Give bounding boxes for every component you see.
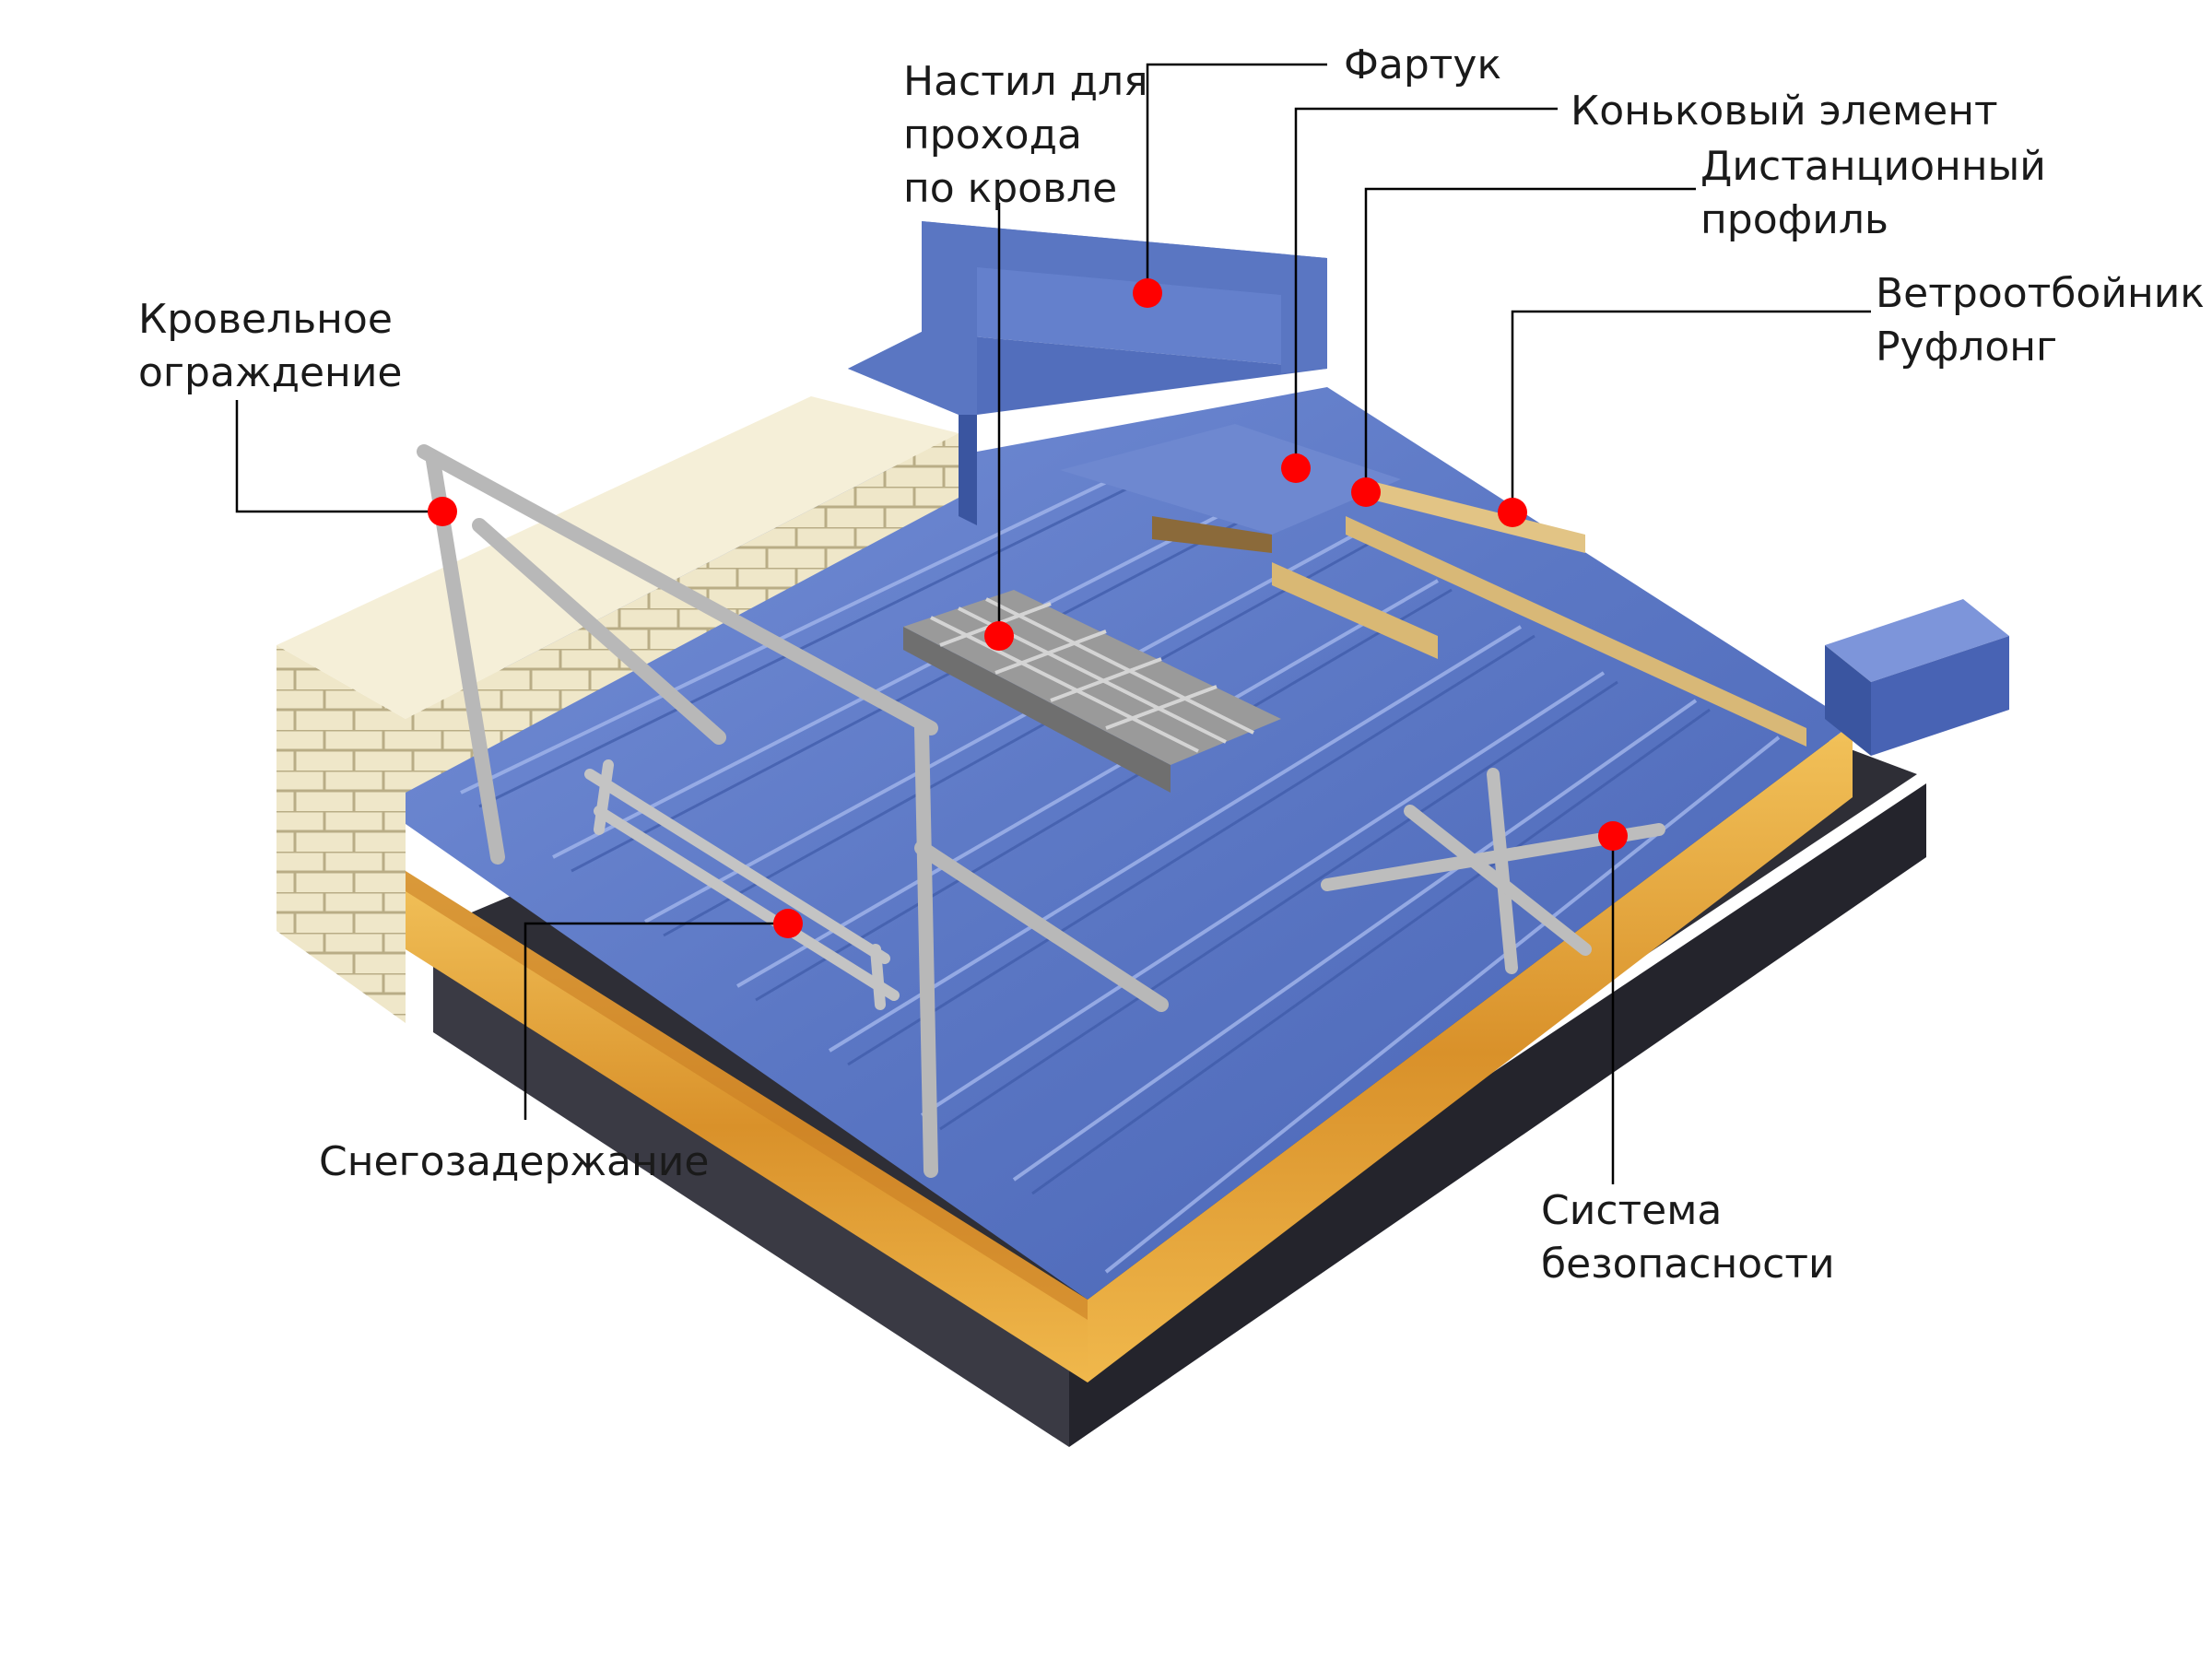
callout-roof-railing: Кровельное ограждение	[138, 296, 403, 396]
marker-apron	[1133, 278, 1162, 308]
marker-safety-system	[1598, 821, 1628, 851]
ridge-box	[1825, 599, 2009, 756]
callout-ridge-element: Коньковый элемент	[1571, 88, 1998, 135]
callout-snow-guard: Снегозадержание	[319, 1138, 710, 1185]
callout-roof-walkway: Настил для прохода по кровле	[903, 58, 1148, 212]
leader-line-snow-guard	[524, 922, 788, 1120]
leader-line-wind-barrier	[1511, 310, 1871, 512]
callout-apron: Фартук	[1344, 41, 1502, 88]
leader-line-roof-railing	[235, 400, 442, 513]
insulation-layer	[406, 724, 1853, 1382]
roof-panel-surface	[387, 387, 1853, 1300]
roof-railing-frame	[417, 444, 1169, 1178]
leader-line-ridge-element	[1294, 107, 1558, 468]
leader-line-spacer-profile	[1364, 187, 1696, 492]
marker-roof-walkway	[984, 621, 1014, 651]
callout-spacer-profile: Дистанционный профиль	[1700, 143, 2046, 243]
callout-wind-barrier: Ветроотбойник Руфлонг	[1876, 270, 2205, 371]
spacer-profile-bars	[1272, 479, 1806, 747]
panel-ribs	[460, 441, 1781, 1274]
marker-roof-railing	[428, 497, 457, 526]
marker-dots	[428, 278, 1628, 938]
leader-line-apron	[1146, 63, 1327, 293]
callout-safety-system: Система безопасности	[1541, 1187, 1835, 1288]
ridge-element-plate	[1060, 424, 1401, 553]
marker-ridge-element	[1281, 453, 1311, 483]
marker-wind-barrier	[1498, 498, 1527, 527]
marker-spacer-profile	[1351, 477, 1381, 507]
marker-snow-guard	[773, 909, 803, 938]
snow-guard-bars	[584, 759, 900, 1010]
leader-lines	[235, 63, 1871, 1184]
apron-flashing	[848, 221, 1327, 525]
